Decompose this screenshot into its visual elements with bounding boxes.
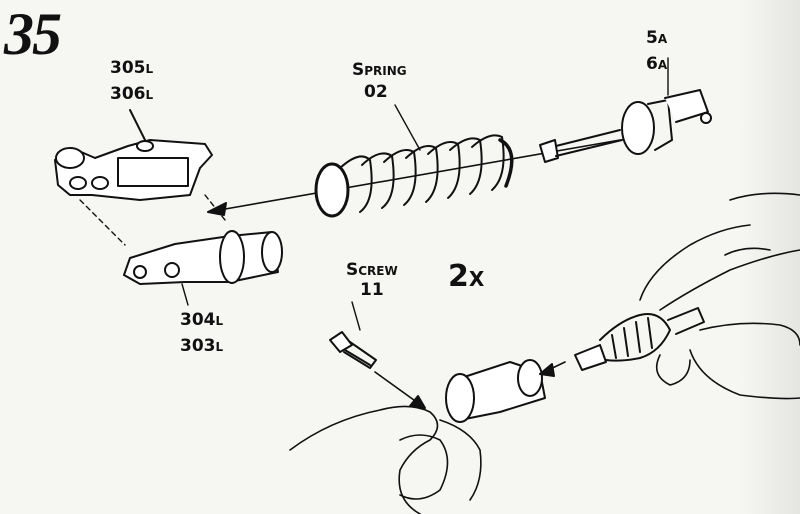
cylinder-part-icon — [123, 230, 283, 306]
assembly-icon — [445, 307, 705, 423]
part-label-306l: 306L — [110, 84, 154, 104]
screw-number: 11 — [360, 280, 384, 300]
quantity-multiplier: 2X — [448, 259, 485, 294]
part-label-303l: 303L — [180, 336, 224, 356]
part-label-5a: 5A — [646, 28, 668, 48]
screw-icon — [329, 301, 426, 409]
spring-label: SPRING — [352, 60, 407, 80]
screw-label: SCREW — [346, 260, 398, 280]
part-label-305l: 305L — [110, 58, 154, 78]
spring-icon — [314, 104, 514, 218]
rod-icon — [539, 57, 712, 163]
hand-icon — [289, 192, 800, 514]
part-label-304l: 304L — [180, 310, 224, 330]
step-number: 35 — [4, 1, 62, 67]
page-edge-shadow — [740, 0, 800, 514]
spring-number: 02 — [364, 82, 388, 102]
part-label-6a: 6A — [646, 54, 668, 74]
bracket-part-icon — [54, 109, 213, 201]
